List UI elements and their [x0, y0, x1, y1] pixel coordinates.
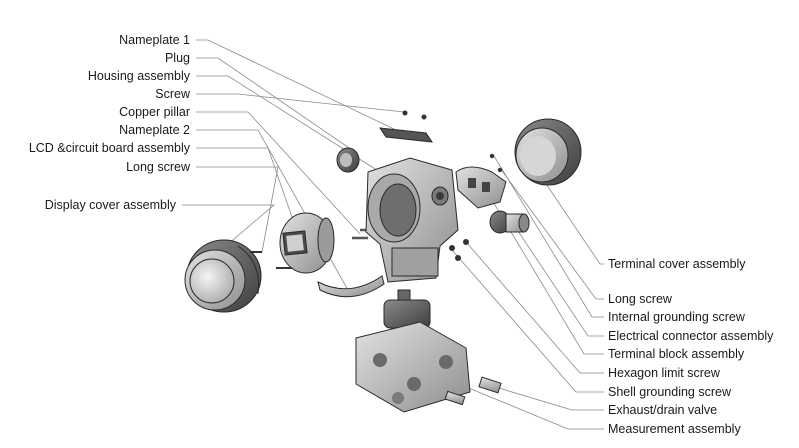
leader-line-right-3 — [511, 221, 604, 337]
electrical-connector-part — [489, 210, 530, 234]
display-cover-part — [184, 239, 262, 313]
leader-line-left-4 — [196, 111, 361, 235]
right-label-5: Hexagon limit screw — [608, 366, 721, 380]
left-label-0: Nameplate 1 — [119, 33, 190, 47]
left-label-4: Copper pillar — [119, 105, 190, 119]
top-screws-part — [402, 110, 503, 173]
right-label-2: Internal grounding screw — [608, 310, 746, 324]
left-label-2: Housing assembly — [88, 69, 191, 83]
leader-line-left-1 — [196, 57, 353, 151]
leader-line-right-1 — [499, 167, 604, 300]
right-label-1: Long screw — [608, 292, 673, 306]
leader-line-left-3 — [196, 93, 405, 113]
leader-lines — [182, 39, 604, 430]
measurement-assembly-part — [355, 289, 471, 413]
leader-line-right-7 — [491, 385, 604, 411]
right-label-7: Exhaust/drain valve — [608, 403, 717, 417]
leader-line-right-4 — [485, 189, 604, 355]
leader-line-left-6 — [196, 147, 301, 241]
right-label-6: Shell grounding screw — [608, 385, 732, 399]
left-label-6: LCD &circuit board assembly — [29, 141, 191, 155]
right-label-4: Terminal block assembly — [608, 347, 745, 361]
left-label-3: Screw — [155, 87, 191, 101]
right-label-3: Electrical connector assembly — [608, 329, 774, 343]
right-label-0: Terminal cover assembly — [608, 257, 746, 271]
leader-line-right-5 — [465, 241, 604, 374]
small-screws-part — [449, 239, 469, 261]
leader-line-left-8 — [182, 204, 276, 257]
leader-line-right-0 — [529, 159, 604, 265]
nameplate-1-part — [378, 127, 434, 143]
long-screw-left-part — [250, 251, 292, 269]
left-label-8: Display cover assembly — [45, 198, 177, 212]
leader-line-left-2 — [196, 75, 381, 173]
leader-line-right-8 — [429, 371, 604, 430]
plug-part — [336, 147, 360, 173]
left-label-5: Nameplate 2 — [119, 123, 190, 137]
left-label-7: Long screw — [126, 160, 191, 174]
left-label-1: Plug — [165, 51, 190, 65]
nameplate-2-part — [317, 275, 385, 298]
terminal-block-part — [455, 166, 507, 209]
leader-line-right-2 — [493, 155, 604, 318]
lcd-circuit-board-part — [279, 212, 335, 274]
leader-line-left-0 — [196, 39, 397, 131]
right-label-8: Measurement assembly — [608, 422, 741, 436]
housing-assembly-part — [365, 157, 459, 283]
exhaust-drain-valve-part — [444, 376, 502, 406]
terminal-cover-part — [514, 118, 582, 186]
leader-line-left-7 — [196, 166, 279, 253]
leader-line-right-6 — [451, 249, 604, 393]
